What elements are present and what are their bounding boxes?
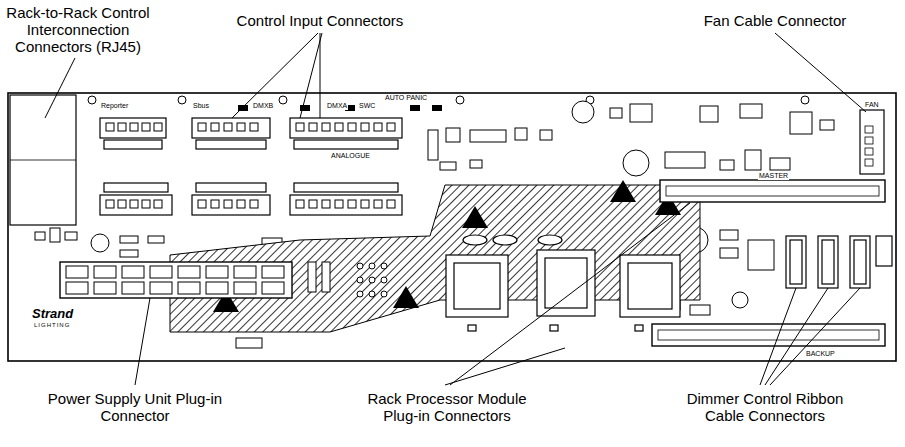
silkscreen-text: AUTO PANIC	[384, 94, 428, 102]
callout-label: Control Input Connectors	[237, 12, 404, 29]
callout-label: Rack Processor Module Plug-in Connectors	[352, 390, 542, 424]
callout-label: Dimmer Control Ribbon Cable Connectors	[675, 390, 855, 424]
logo-text: Strand	[32, 307, 73, 321]
silkscreen-text: ANALOGUE	[330, 152, 371, 160]
silkscreen-text: SWC	[358, 102, 376, 110]
callout-label: Rack-to-Rack Control Interconnection Con…	[3, 4, 153, 55]
logo-text: LIGHTING	[34, 322, 70, 329]
silkscreen-text: DMXA	[326, 102, 348, 110]
callout-label: Fan Cable Connector	[704, 12, 847, 29]
silkscreen-text: BACKUP	[805, 350, 836, 358]
silkscreen-text: DMXB	[252, 102, 274, 110]
silkscreen-text: Sbus	[192, 102, 210, 110]
silkscreen-text: Reporter	[100, 102, 129, 110]
silkscreen-text: MASTER	[758, 172, 789, 180]
callout-label: Power Supply Unit Plug-in Connector	[45, 390, 225, 424]
silkscreen-text: FAN	[864, 101, 880, 109]
